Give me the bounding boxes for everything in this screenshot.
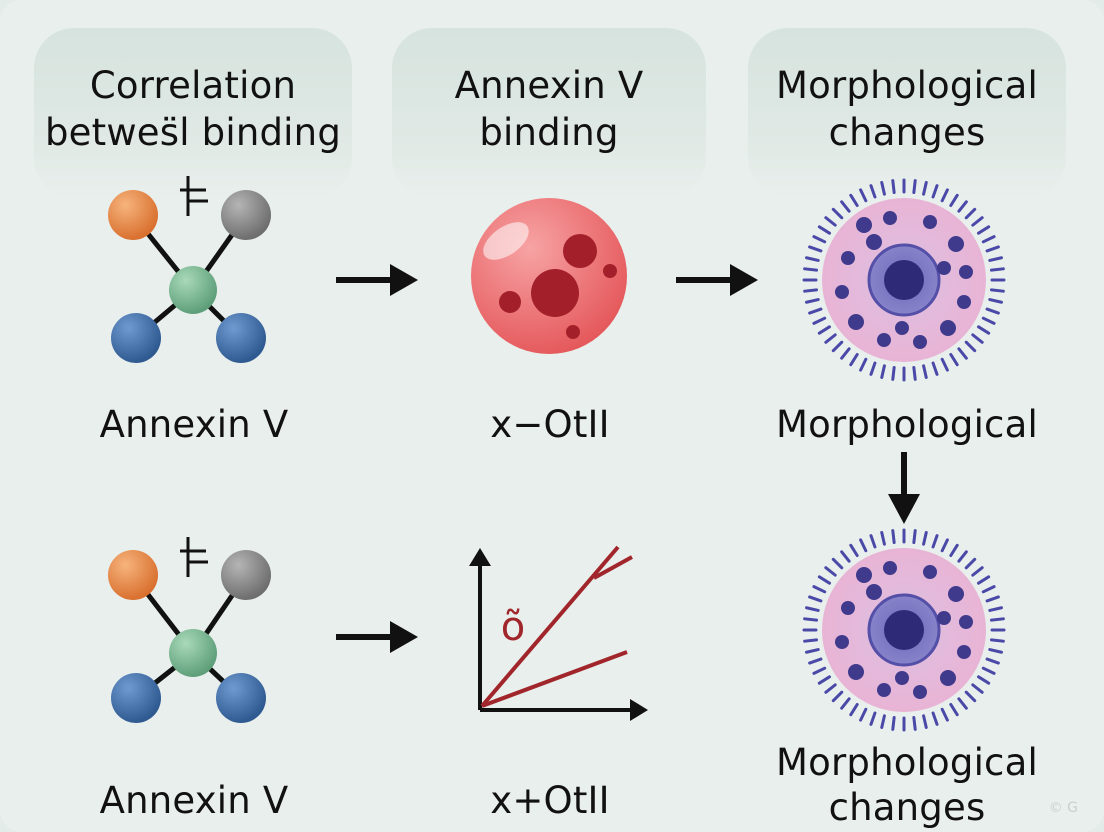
label-row2-col3-line2: changes (828, 786, 986, 829)
label-row2-col3-line1: Morphological (776, 741, 1038, 784)
label-row1-col3: Morphological (776, 403, 1038, 446)
arrow-icon-row2 (336, 621, 418, 653)
red-bead-icon (471, 198, 627, 354)
label-row2-col2: x+OtII (490, 779, 610, 822)
header-col3-line1: Morphological (776, 64, 1038, 107)
plot-annotation: õ (501, 604, 525, 650)
molecule-icon-row1 (108, 176, 271, 363)
header-col1-line2: betwes̈l binding (44, 111, 342, 154)
arrow-icon-row1-a (336, 264, 418, 296)
watermark: © G (1049, 800, 1078, 816)
plot-icon (469, 545, 648, 721)
header-panel-1 (34, 28, 352, 198)
molecule-icon-row2 (108, 537, 271, 723)
header-panel-2 (392, 28, 706, 198)
header-col2-line1: Annexin V (454, 64, 644, 107)
header-col1-line1: Correlation (89, 64, 297, 107)
cell-icon-row2 (802, 528, 1006, 732)
arrow-icon-row1-b (676, 264, 758, 296)
header-col2-line2: binding (479, 111, 619, 154)
label-row1-col1: Annexin V (99, 403, 289, 446)
cell-icon-row1 (802, 178, 1006, 382)
arrow-down-icon (888, 452, 920, 524)
label-row1-col2: x−OtII (490, 403, 610, 446)
label-row2-col1: Annexin V (99, 779, 289, 822)
header-panel-3 (748, 28, 1066, 198)
header-col3-line2: changes (828, 111, 986, 154)
